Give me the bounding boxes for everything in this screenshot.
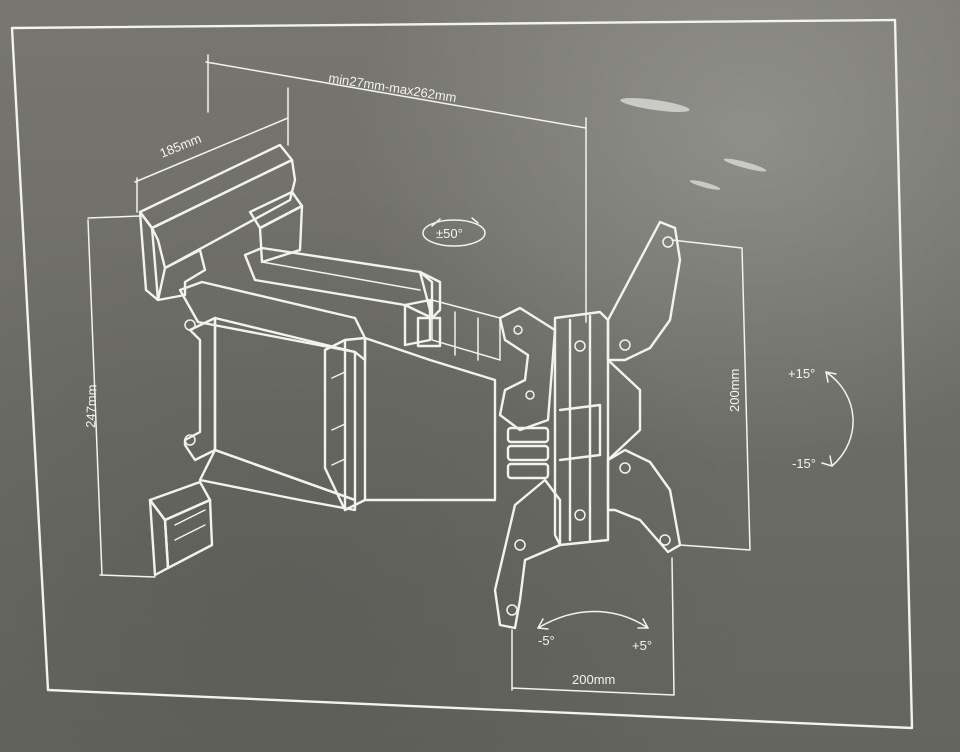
lower-arm	[178, 280, 367, 512]
tilt-head	[498, 306, 610, 547]
glare-highlight	[620, 98, 690, 112]
dimension-185mm: 185mm	[134, 87, 289, 213]
wall-plate	[138, 143, 297, 577]
tilt-down-label: -15°	[792, 456, 816, 471]
swivel-label: ±50°	[436, 226, 463, 241]
center-frame	[323, 298, 501, 512]
outer-border-frame	[10, 18, 914, 730]
tilt-up-label: +15°	[788, 366, 815, 381]
vesa-vertical-label: 200mm	[727, 369, 742, 412]
vesa-plate	[493, 220, 682, 630]
glare-highlight	[689, 180, 721, 190]
rotate-right-label: +5°	[632, 638, 652, 653]
rotate-left-label: -5°	[538, 633, 555, 648]
dimension-vesa-vertical: 200mm	[671, 239, 751, 551]
upper-arm	[243, 190, 442, 348]
wall-plate-height-label: 247mm	[83, 384, 100, 428]
vesa-horizontal-label: 200mm	[572, 672, 615, 687]
rotation-indicator: -5° +5°	[537, 610, 652, 653]
glare-highlight	[723, 158, 767, 172]
tilt-indicator: +15° -15°	[788, 366, 854, 471]
arm-extension-label: min27mm-max262mm	[328, 70, 458, 105]
dimension-247mm: 247mm	[83, 215, 156, 578]
dimension-vesa-horizontal: 200mm	[511, 557, 675, 696]
swivel-indicator: ±50°	[422, 217, 486, 247]
